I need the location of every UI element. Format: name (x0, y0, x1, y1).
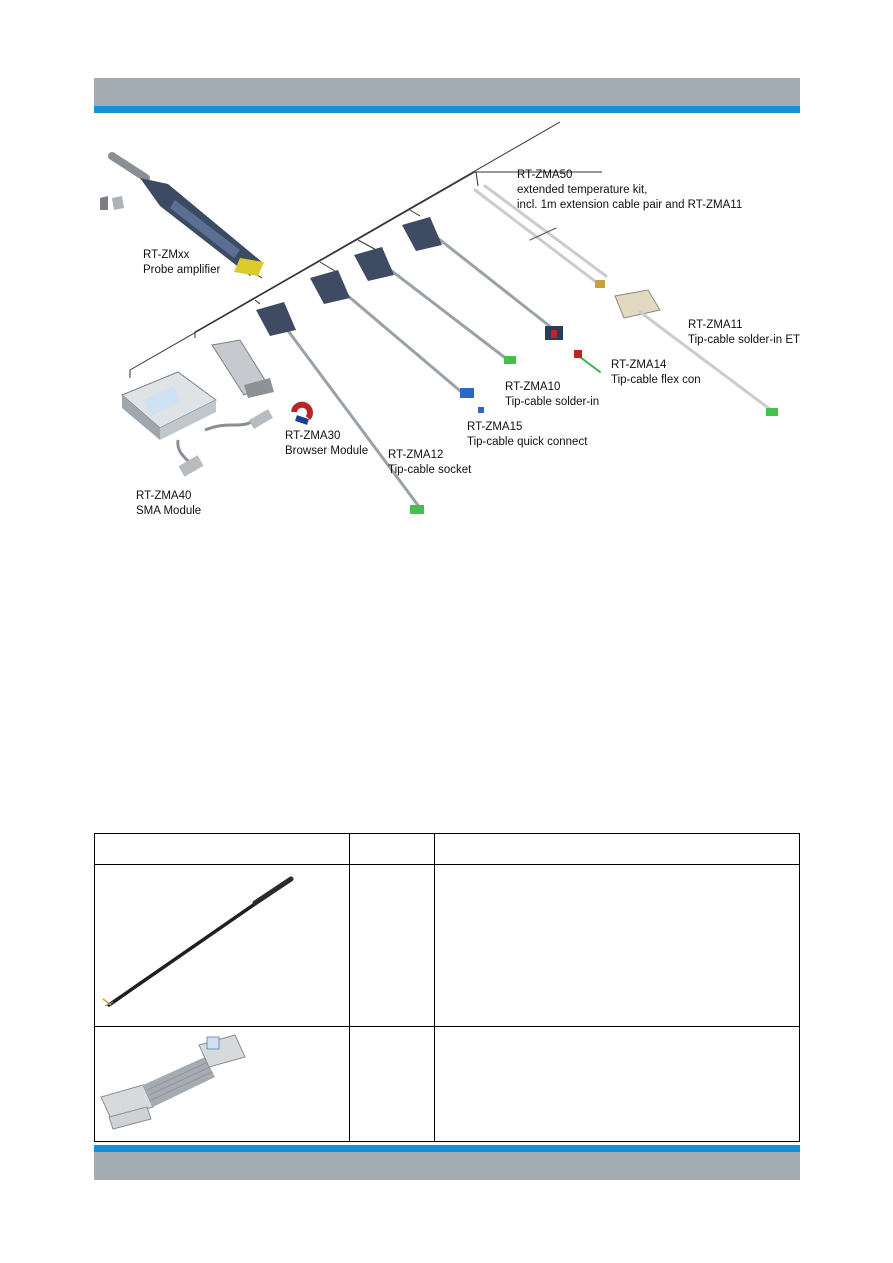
rt-zmxx-probe-amplifier-image (100, 152, 264, 276)
svg-text:RT-ZMA40 SMA Module: RT-ZMA40 SMA Module (136, 490, 201, 517)
label-rt-zma50-desc1: extended temperature kit, (517, 184, 647, 196)
accessories-table (94, 833, 800, 1142)
svg-text:RT-ZMA10 Tip-cable solde: RT-ZMA10 Tip-cable solder-in (505, 381, 599, 408)
svg-text:RT-ZMA14 Tip-cable flex: RT-ZMA14 Tip-cable flex con (611, 359, 701, 386)
table-cell-image (94, 1026, 350, 1142)
label-rt-zma40-desc: SMA Module (136, 505, 201, 517)
svg-text:RT-ZMA12 Tip-cable socke: RT-ZMA12 Tip-cable socket (388, 449, 472, 476)
connector-lines (129, 121, 602, 378)
label-rt-zma14-name: RT-ZMA14 (611, 359, 667, 371)
label-rt-zma11-desc: Tip-cable solder-in ET (688, 334, 800, 346)
label-rt-zma15-name: RT-ZMA15 (467, 421, 522, 433)
label-rt-zma12-name: RT-ZMA12 (388, 449, 443, 461)
label-rt-zmxx-desc: Probe amplifier (143, 264, 221, 276)
svg-text:RT-ZMA30 Browser Module: RT-ZMA30 Browser Module (285, 430, 368, 457)
table-row (94, 864, 800, 1027)
label-rt-zmxx-name: RT-ZMxx (143, 249, 190, 261)
footer-bar (94, 1152, 800, 1180)
probe-accessories-overview-figure: RT-ZMxx Probe amplifier RT-ZMA50 extende… (100, 121, 800, 517)
table-header-cell (349, 833, 435, 865)
label-rt-zma40-name: RT-ZMA40 (136, 490, 191, 502)
svg-text:RT-ZMA15 Tip-cable quick: RT-ZMA15 Tip-cable quick connect (467, 421, 588, 448)
rt-zma30-browser-module-image (211, 339, 313, 425)
figure-labels: RT-ZMxx Probe amplifier RT-ZMA50 extende… (136, 169, 800, 517)
table-header-cell (434, 833, 800, 865)
label-rt-zma15-desc: Tip-cable quick connect (467, 436, 588, 448)
rt-zma40-sma-module-image (121, 371, 274, 477)
table-cell (349, 1026, 435, 1142)
header-bar (94, 78, 800, 106)
label-rt-zma10-desc: Tip-cable solder-in (505, 396, 599, 408)
label-rt-zma10-name: RT-ZMA10 (505, 381, 560, 393)
label-rt-zma30-desc: Browser Module (285, 445, 368, 457)
footer-accent-line (94, 1145, 800, 1152)
svg-text:RT-ZMxx Probe amplifier: RT-ZMxx Probe amplifier (143, 249, 221, 276)
label-rt-zma50-name: RT-ZMA50 (517, 169, 572, 181)
svg-text:RT-ZMA50 extended temper: RT-ZMA50 extended temperature kit, incl.… (517, 169, 742, 211)
header-accent-line (94, 106, 800, 113)
table-cell-image (94, 864, 350, 1027)
label-rt-zma12-desc: Tip-cable socket (388, 464, 472, 476)
table-cell (434, 1026, 800, 1142)
probe-cable-image (102, 876, 294, 1007)
table-header-row (94, 833, 800, 865)
table-cell (434, 864, 800, 1027)
table-row (94, 1026, 800, 1142)
table-header-cell (94, 833, 350, 865)
svg-text:RT-ZMA11 Tip-cable solde: RT-ZMA11 Tip-cable solder-in ET (688, 319, 800, 346)
label-rt-zma50-desc2: incl. 1m extension cable pair and RT-ZMA… (517, 199, 742, 211)
flex-cable-adapter-image (100, 1034, 246, 1130)
tip-cables-image (256, 184, 778, 514)
label-rt-zma11-name: RT-ZMA11 (688, 319, 743, 331)
label-rt-zma30-name: RT-ZMA30 (285, 430, 340, 442)
label-rt-zma14-desc: Tip-cable flex con (611, 374, 701, 386)
table-cell (349, 864, 435, 1027)
